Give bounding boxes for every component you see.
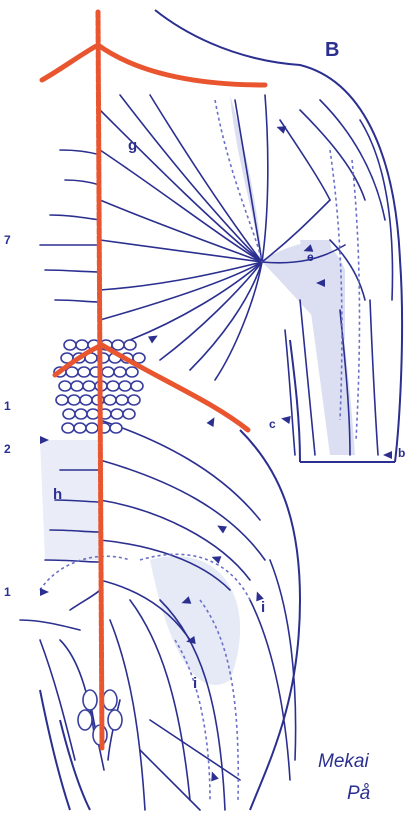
lymph-vessel [160,262,262,360]
caption-line-2: På [347,784,370,803]
lymph-vessel [150,720,240,780]
lymph-node [87,409,99,419]
lymph-node [119,381,131,391]
lymph-vessel [100,262,262,290]
lymph-vessel [45,270,100,272]
panel-letter: B [325,40,339,60]
lymph-node [111,409,123,419]
lymph-node [128,395,140,405]
lymph-node [78,710,92,730]
caption-line-1: Mekai [318,752,369,771]
arrow-icon [275,123,286,134]
lymph-node [124,340,136,350]
marker-label-7: 7 [4,234,11,246]
lymph-node [107,381,119,391]
arrow-icon [280,414,290,423]
lymph-node [80,395,92,405]
lymph-vessel [262,95,268,262]
lymph-vessel [100,200,262,262]
lymph-node [83,690,97,710]
region-label-g: g [128,138,137,153]
marker-label-2: 2 [4,443,11,455]
lymph-node [102,367,114,377]
lymph-vessel [20,620,80,630]
lymph-node [76,340,88,350]
lymph-node [75,409,87,419]
lymph-node [62,423,74,433]
lymph-vessel [50,215,100,220]
region-label-h: h [53,487,62,502]
region-label-c: c [269,418,276,430]
lymph-node [123,409,135,419]
lymph-node [108,710,122,730]
lymph-vessel [65,180,100,185]
lymph-node [63,409,75,419]
lymph-vessel [280,120,330,200]
region-label-b: b [398,447,405,459]
lymph-node [78,367,90,377]
region-label-i-lower: i [193,676,197,691]
lymph-node [131,381,143,391]
lymph-vessel [370,300,378,455]
lymph-vessel [270,560,296,760]
lymph-vessel [100,460,265,560]
region-label-e: e [307,251,314,263]
arrow-icon [207,415,218,427]
lymph-node [104,395,116,405]
marker-label-1-upper: 1 [4,400,11,412]
lymph-vessel [60,150,100,155]
arrow-icon [40,588,49,596]
region-label-i-upper: i [261,600,265,615]
lymph-vessel [45,560,100,562]
lymph-vessel [40,640,75,760]
midline-vertical [98,12,102,748]
lymph-node [83,381,95,391]
lymph-node [103,690,117,710]
arrow-icon [383,451,392,459]
lymph-vessel [250,600,290,780]
lymph-vessel [70,590,100,610]
lymph-vessel [360,120,393,300]
lymph-node [112,340,124,350]
lymph-node [56,395,68,405]
lymph-vessel [55,300,100,302]
lymph-node [74,423,86,433]
lymph-node [126,367,138,377]
lymph-vessel [100,150,262,262]
lymph-node [59,381,71,391]
lymph-node [114,367,126,377]
lymph-node [110,423,122,433]
lymph-vessel [100,240,262,262]
lymph-node [86,423,98,433]
lymph-node [68,395,80,405]
lymph-vessel [300,110,365,200]
lymph-node [71,381,83,391]
lymph-vessel [140,750,200,810]
marker-label-1-lower: 1 [4,586,11,598]
lymph-vessel [285,330,295,455]
lymph-node [64,340,76,350]
lymph-node [116,395,128,405]
arrow-icon [215,522,227,533]
arrow-icon [148,332,160,343]
